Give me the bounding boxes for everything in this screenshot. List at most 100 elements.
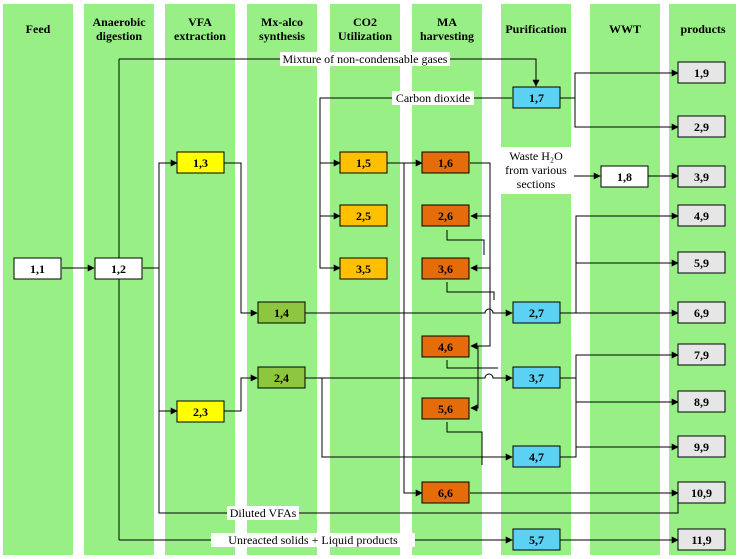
unreacted-label-bg (211, 533, 415, 547)
label-non-condensable-gases: Mixture of non-condensable gases (283, 52, 448, 66)
node-box (421, 151, 470, 174)
node-label: 2,4 (274, 371, 289, 385)
node-box (677, 115, 726, 138)
node-label: 5,7 (529, 533, 544, 547)
node-5-6: 5,6 (421, 397, 470, 420)
node-box (94, 257, 143, 280)
link-to-5-6 (470, 346, 479, 412)
node-box (257, 366, 306, 389)
link-5-6-return (446, 422, 483, 465)
node-1-3: 1,3 (176, 151, 225, 174)
node-box (421, 397, 470, 420)
node-box (677, 390, 726, 413)
node-7-9: 7,9 (677, 343, 726, 366)
node-box (339, 257, 388, 280)
node-label: 11,9 (691, 533, 711, 547)
node-box (176, 400, 225, 423)
node-label: 3,9 (694, 170, 709, 184)
node-box (176, 151, 225, 174)
node-label: 1,7 (529, 91, 544, 105)
link-1-7-to-1-9 (559, 69, 679, 99)
label-unreacted-solids: Unreacted solids + Liquid products (228, 533, 398, 547)
column-vfa-extraction (165, 4, 235, 555)
node-box (677, 301, 726, 324)
node-label: 2,7 (529, 306, 544, 320)
node-box (512, 86, 561, 109)
node-box (421, 204, 470, 227)
node-5-7: 5,7 (512, 528, 561, 551)
link-3-6-return (446, 282, 495, 300)
node-box (13, 257, 62, 280)
node-box (512, 445, 561, 468)
node-box (677, 61, 726, 84)
node-1-5: 1,5 (339, 151, 388, 174)
node-10-9: 10,9 (677, 481, 726, 504)
link-2-7-to-4-9 (559, 212, 679, 314)
node-label: 1,3 (193, 156, 208, 170)
node-label: 9,9 (694, 440, 709, 454)
node-1-8: 1,8 (600, 165, 649, 188)
diluted-vfas-label-bg (227, 506, 299, 520)
node-label: 1,2 (111, 262, 126, 276)
node-label: 10,9 (691, 486, 712, 500)
node-6-9: 6,9 (677, 301, 726, 324)
node-2-3: 2,3 (176, 400, 225, 423)
node-2-7: 2,7 (512, 301, 561, 324)
gases-label-bg (280, 52, 450, 66)
node-4-9: 4,9 (677, 204, 726, 227)
node-3-5: 3,5 (339, 257, 388, 280)
node-11-9: 11,9 (677, 528, 726, 551)
node-label: 3,6 (438, 262, 453, 276)
node-3-7: 3,7 (512, 366, 561, 389)
node-4-7: 4,7 (512, 445, 561, 468)
heading-purification: Purification (505, 22, 567, 36)
column-wwt (590, 4, 660, 555)
node-label: 1,4 (274, 306, 289, 320)
node-box (677, 435, 726, 458)
link-4-6-return (446, 360, 498, 369)
link-2-4-to-3-7 (305, 373, 513, 382)
node-label: 2,9 (694, 120, 709, 134)
node-box (677, 528, 726, 551)
node-1-1: 1,1 (13, 257, 62, 280)
link-2-3-to-mx (224, 374, 258, 412)
column-products (669, 4, 736, 555)
link-2-4-to-4-7 (321, 378, 513, 461)
node-1-2: 1,2 (94, 257, 143, 280)
node-label: 1,5 (356, 156, 371, 170)
node-2-4: 2,4 (257, 366, 306, 389)
link-1-7-to-2-9 (574, 98, 679, 131)
heading-feed: Feed (26, 22, 51, 36)
node-label: 7,9 (694, 348, 709, 362)
node-1-6: 1,6 (421, 151, 470, 174)
co2-label-bg (392, 91, 474, 105)
link-2-6-return (446, 230, 485, 255)
node-label: 4,6 (438, 340, 453, 354)
link-ma-trunk (403, 162, 423, 497)
node-label: 1,6 (438, 156, 453, 170)
node-box (257, 301, 306, 324)
node-label: 3,7 (529, 371, 544, 385)
label-carbon-dioxide: Carbon dioxide (396, 91, 470, 105)
node-box (339, 204, 388, 227)
node-box (677, 481, 726, 504)
node-9-9: 9,9 (677, 435, 726, 458)
node-3-6: 3,6 (421, 257, 470, 280)
node-box (512, 528, 561, 551)
node-box (421, 481, 470, 504)
link-diluted-vfas (158, 411, 679, 514)
node-box (512, 301, 561, 324)
node-box (677, 251, 726, 274)
node-label: 6,6 (438, 486, 453, 500)
node-1-9: 1,9 (677, 61, 726, 84)
heading-products: products (680, 22, 725, 36)
node-1-7: 1,7 (512, 86, 561, 109)
node-box (339, 151, 388, 174)
node-label: 2,5 (356, 209, 371, 223)
